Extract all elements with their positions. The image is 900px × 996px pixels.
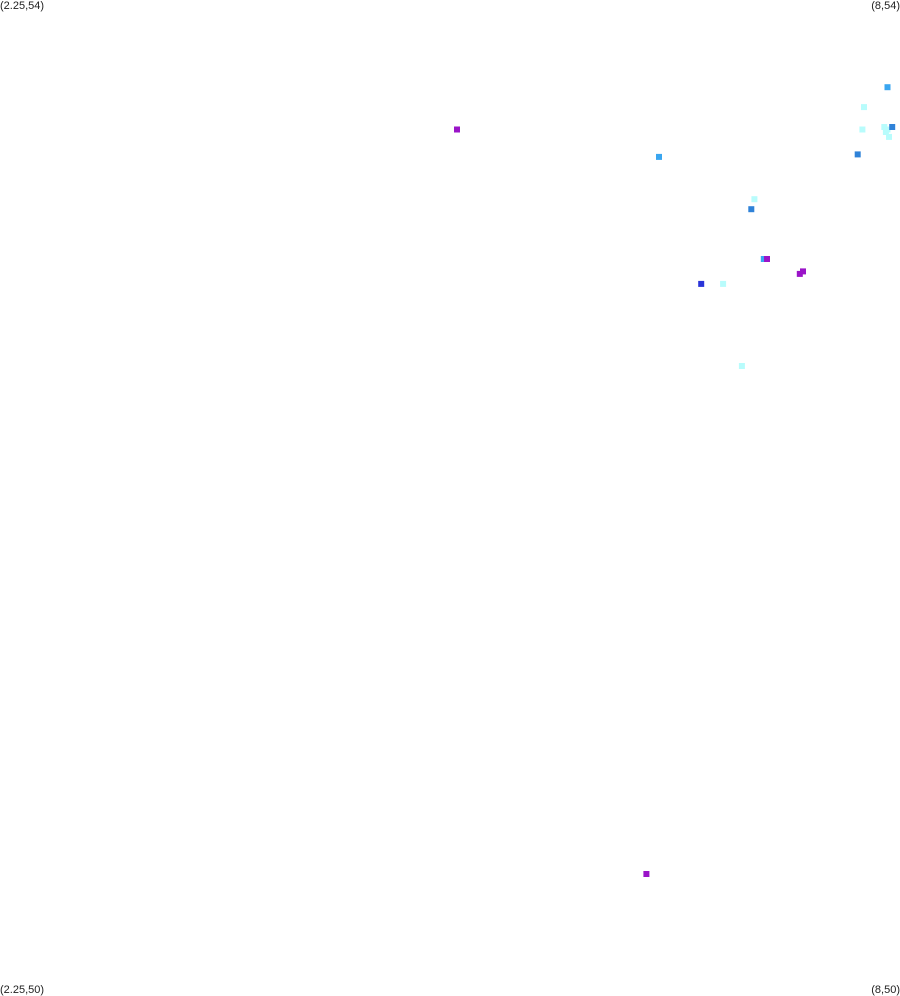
data-point-6 — [884, 126, 891, 133]
data-point-4 — [881, 124, 888, 130]
data-point-15 — [800, 268, 806, 275]
data-point-14 — [764, 256, 770, 262]
data-point-18 — [698, 280, 705, 287]
data-point-7 — [889, 124, 896, 130]
data-point-9 — [656, 153, 662, 160]
data-point-1 — [861, 104, 867, 111]
data-point-19 — [738, 363, 745, 369]
data-point-3 — [859, 126, 866, 133]
data-point-17 — [720, 280, 727, 287]
corner-label-top-right: (8,54) — [871, 0, 900, 12]
data-point-16 — [796, 270, 803, 277]
data-point-11 — [751, 196, 758, 203]
data-point-13 — [760, 256, 767, 262]
data-point-12 — [748, 206, 755, 213]
data-point-0 — [884, 84, 891, 91]
corner-label-bottom-right: (8,50) — [871, 984, 900, 996]
corner-label-top-left: (2.25,54) — [0, 0, 45, 12]
data-point-10 — [854, 151, 861, 158]
data-point-2 — [454, 126, 460, 133]
corner-label-bottom-left: (2.25,50) — [0, 984, 45, 996]
data-point-20 — [643, 871, 650, 877]
data-point-8 — [886, 133, 892, 140]
